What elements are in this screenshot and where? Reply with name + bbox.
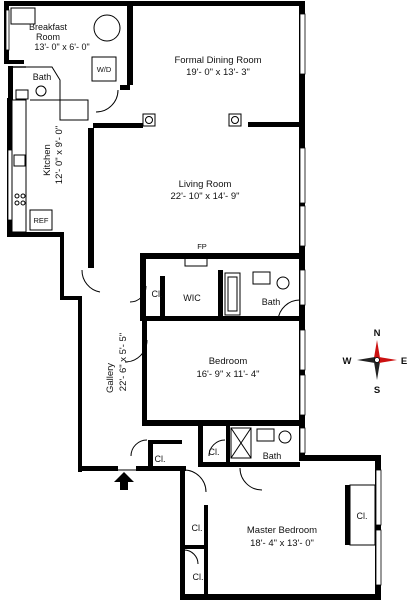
kitchen-name: Kitchen <box>42 144 53 176</box>
bedroom-bath-label: Bath <box>262 297 281 307</box>
gallery-name: Gallery <box>105 363 116 393</box>
closet-c-label: Cl. <box>209 447 220 457</box>
kitchen-bath-name: Bath <box>33 72 52 82</box>
closet-d-label: Cl. <box>192 523 203 533</box>
bedroom-name: Bedroom <box>209 356 248 367</box>
fixtures <box>10 7 376 565</box>
closet-b-label: Cl. <box>155 454 166 464</box>
wic-label: WIC <box>183 293 201 303</box>
kitchen-dims: 12'- 0" x 9'- 0" <box>54 126 65 184</box>
compass-west: W <box>343 356 352 367</box>
master-bedroom-dims: 18'- 4" x 13'- 0" <box>250 538 314 549</box>
dining-room-name: Formal Dining Room <box>174 55 261 66</box>
living-room-name: Living Room <box>179 179 232 190</box>
bedroom-dims: 16'- 9" x 11'- 4" <box>196 369 259 380</box>
closet-f-label: Cl. <box>357 511 368 521</box>
compass: N S E W <box>343 328 408 396</box>
washer-dryer-label: W/D <box>97 65 112 74</box>
living-room-dims: 22'- 10" x 14'- 9" <box>171 191 240 202</box>
breakfast-room-dims: 13'- 0" x 6'- 0" <box>34 42 89 52</box>
closet-e-label: Cl. <box>193 572 204 582</box>
compass-needle-north <box>374 340 380 358</box>
compass-south: S <box>374 385 380 396</box>
master-bath-label: Bath <box>263 451 282 461</box>
windows <box>5 9 382 586</box>
compass-needle-south <box>374 362 380 380</box>
entry-arrow-icon <box>114 472 134 490</box>
refrigerator-label: REF <box>34 216 49 225</box>
dining-room-dims: 19'- 0" x 13'- 3" <box>186 67 250 78</box>
compass-east: E <box>401 356 407 367</box>
breakfast-room-name-1: Breakfast <box>29 22 68 32</box>
breakfast-room-name-2: Room <box>36 32 60 42</box>
fireplace-label: FP <box>197 242 207 251</box>
room-labels: Breakfast Room 13'- 0" x 6'- 0" Formal D… <box>29 22 368 582</box>
gallery-dims: 22'- 6" x 5'- 5" <box>118 333 129 391</box>
compass-north: N <box>374 328 381 339</box>
closet-a-label: Cl. <box>152 289 163 299</box>
master-bedroom-name: Master Bedroom <box>247 525 317 536</box>
